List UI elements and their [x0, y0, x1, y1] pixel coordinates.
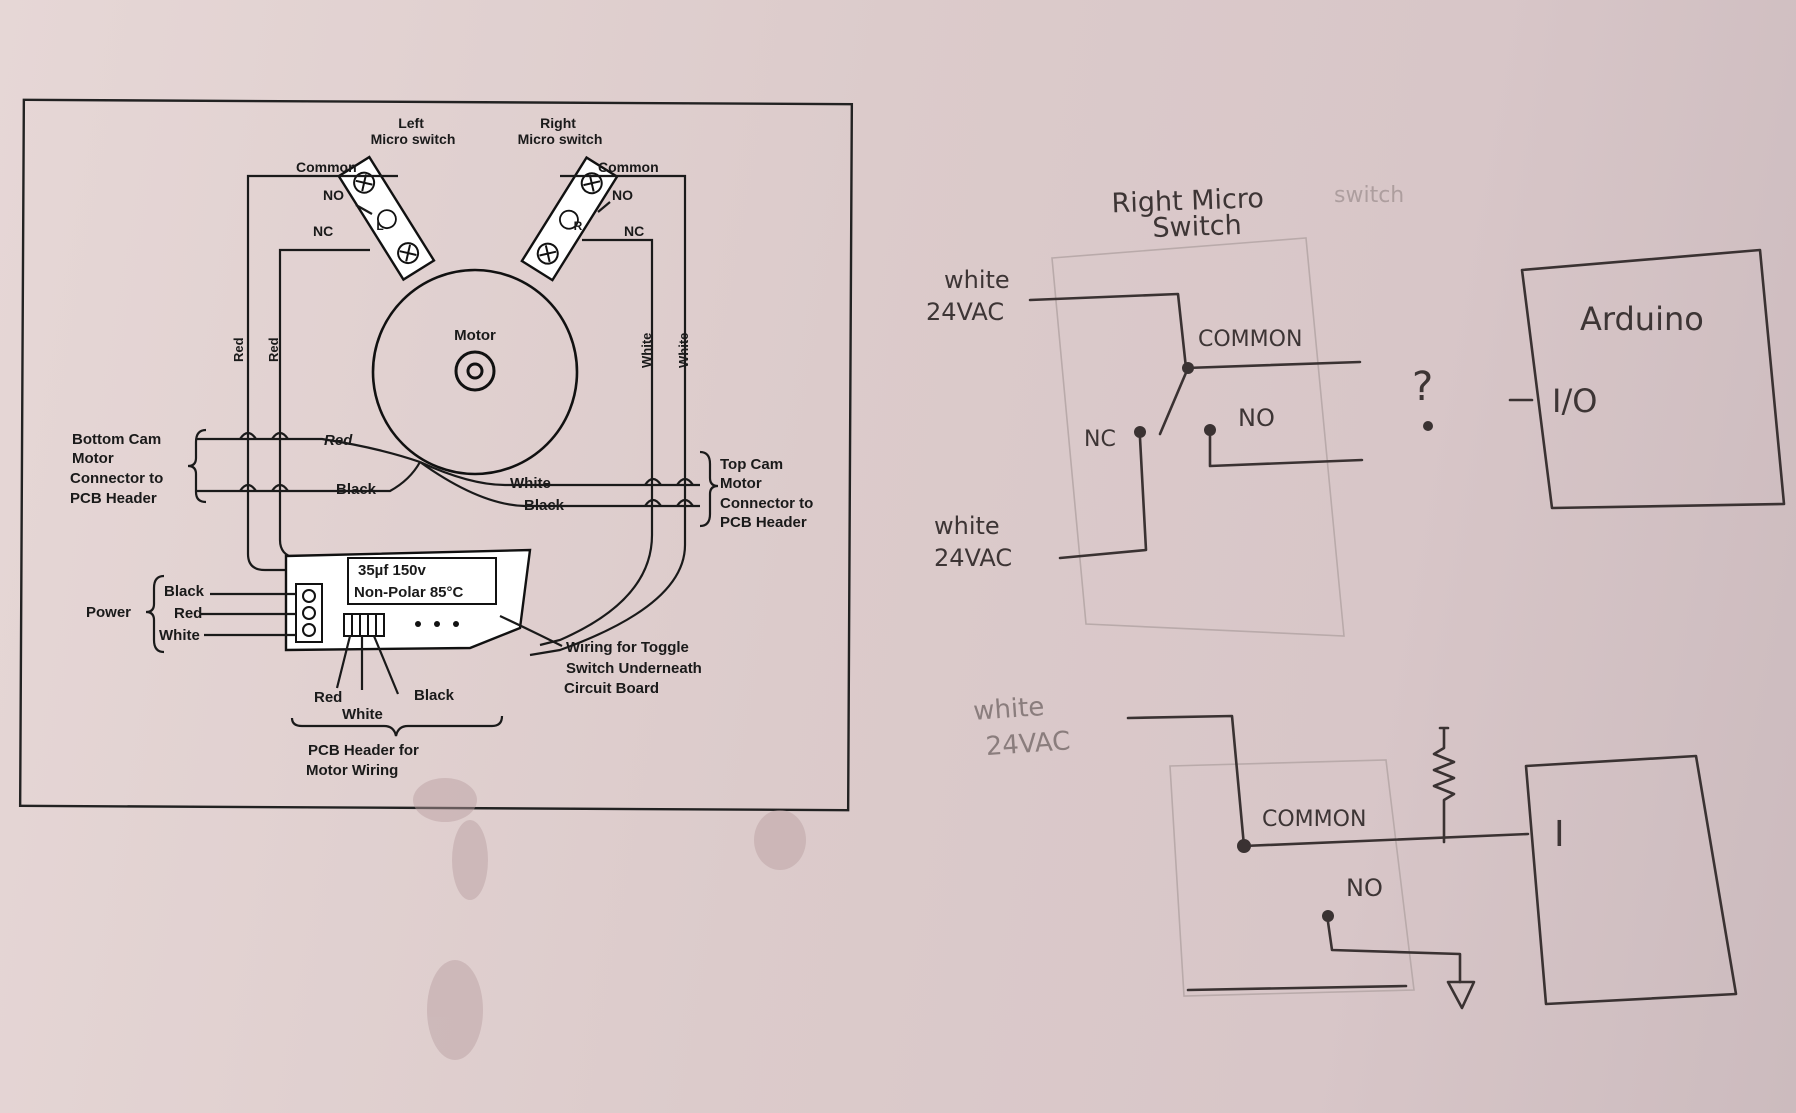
motor-label: Motor	[454, 327, 496, 344]
left-switch-letter: L	[376, 219, 383, 233]
motor-lead-black-2	[419, 461, 700, 508]
wire-red-outer	[246, 174, 398, 572]
sketch2-no-node	[1322, 910, 1334, 922]
sketch2-resistor	[1432, 726, 1456, 844]
right-micro-switch	[520, 155, 619, 282]
sketch1-no-node	[1204, 424, 1216, 436]
bottom-cam-label: Bottom Cam Motor Connector to PCB Header	[70, 431, 168, 507]
left-common-label: Common	[296, 159, 357, 175]
power-leads	[200, 592, 296, 637]
top-cam-brace	[699, 450, 719, 528]
sketch2-base-line	[1186, 984, 1408, 992]
header-white-label: White	[342, 706, 383, 723]
sketch2-input-label: I	[1554, 814, 1565, 855]
top-cam-label: Top Cam Motor Connector to PCB Header	[720, 456, 818, 531]
wire-red-inner	[278, 248, 370, 560]
sketch1-faint-box	[1051, 237, 1345, 637]
top-white-label: White	[510, 475, 551, 492]
power-red-label: Red	[174, 605, 202, 622]
sketch1-faint-word: switch	[1334, 183, 1404, 208]
left-switch-title: Left Micro switch	[371, 115, 456, 147]
wire-label-red-2: Red	[266, 337, 281, 362]
sketch1-question: ?	[1412, 364, 1433, 410]
toggle-leader	[499, 615, 563, 647]
sketch-right-micro-switch: Right Micro Switch switch white 24VAC CO…	[926, 183, 1786, 637]
right-no-label: NO	[612, 187, 633, 203]
sketch1-switch-arm	[1158, 366, 1190, 436]
right-switch-title: Right Micro switch	[518, 115, 603, 147]
power-brace	[145, 574, 165, 654]
wire-label-white-1: White	[639, 333, 654, 368]
sketch1-nc-label: NC	[1084, 427, 1116, 452]
sketch2-common-node	[1237, 839, 1251, 853]
sketch2-common-label: COMMON	[1262, 807, 1366, 832]
sketch2-no-label: NO	[1346, 874, 1383, 902]
wire-crossovers	[239, 431, 694, 507]
power-terminal	[295, 583, 323, 643]
sketch2-faint-box	[1169, 759, 1415, 997]
wire-white-inner	[539, 238, 654, 647]
capacitor-label: 35µf 150v Non-Polar 85°C	[354, 562, 464, 601]
wire-white-outer	[529, 174, 687, 657]
board-dots	[415, 621, 459, 627]
pcb-header-brace	[290, 715, 504, 737]
sketch1-white-top: white 24VAC	[926, 266, 1017, 326]
header-red-label: Red	[314, 689, 342, 706]
sketch1-question-dot	[1423, 421, 1433, 431]
wire-label-white-2: White	[676, 333, 691, 368]
right-switch-letter: R	[574, 219, 583, 233]
sketch2-ground-symbol	[1446, 980, 1476, 1010]
sketch1-arduino-box	[1520, 248, 1786, 510]
motor-lead-red	[196, 437, 421, 464]
power-white-label: White	[159, 627, 200, 644]
motor	[371, 268, 579, 476]
left-no-label: NO	[323, 187, 344, 203]
sketch2-arduino-box	[1524, 754, 1738, 1006]
pcb-header-label: PCB Header for Motor Wiring	[306, 742, 423, 779]
header-leads	[335, 635, 400, 695]
motor-lead-white	[419, 461, 700, 487]
top-black-label: Black	[524, 497, 565, 514]
sketch1-title: Right Micro Switch	[1111, 183, 1274, 246]
sketch2-input-wire	[1126, 714, 1530, 848]
header-black-label: Black	[414, 687, 455, 704]
printed-diagram: Left Micro switch Right Micro switch L R	[18, 98, 854, 812]
capacitor-box	[347, 557, 497, 605]
sketch2-ground-wire	[1326, 920, 1462, 984]
left-nc-label: NC	[313, 223, 333, 239]
sketch1-arduino-label: Arduino	[1580, 300, 1704, 338]
bottom-red-label: Red	[324, 432, 353, 449]
bottom-black-label: Black	[336, 481, 377, 498]
paper-stains	[413, 778, 806, 1060]
switch-no-right-lead	[597, 201, 611, 213]
sketch1-no-wire	[1208, 434, 1364, 468]
switch-no-left-lead	[355, 204, 373, 215]
printed-diagram-frame	[18, 98, 854, 812]
sketch1-no-label: NO	[1238, 404, 1275, 432]
wire-label-red-1: Red	[231, 337, 246, 362]
pcb-header	[343, 613, 385, 637]
power-label: Power	[86, 604, 131, 621]
sketch2-white: white 24VAC	[972, 690, 1071, 762]
sketch1-io-label: I/O	[1552, 382, 1597, 420]
sketch1-white-bottom: white 24VAC	[934, 512, 1012, 572]
sketch1-nc-node	[1134, 426, 1146, 438]
sketch-arduino-input: white 24VAC COMMON NO I	[972, 690, 1738, 1010]
power-black-label: Black	[164, 583, 205, 600]
left-micro-switch	[337, 155, 436, 282]
right-nc-label: NC	[624, 223, 644, 239]
sketch1-common-label: COMMON	[1198, 327, 1302, 352]
sketch1-nc-wire	[1058, 436, 1148, 560]
bottom-cam-brace	[187, 428, 207, 504]
toggle-wiring-label: Wiring for Toggle Switch Underneath Circ…	[564, 639, 706, 697]
sketch1-common-wire	[1028, 292, 1362, 370]
motor-lead-black	[196, 461, 421, 493]
right-common-label: Common	[598, 159, 659, 175]
